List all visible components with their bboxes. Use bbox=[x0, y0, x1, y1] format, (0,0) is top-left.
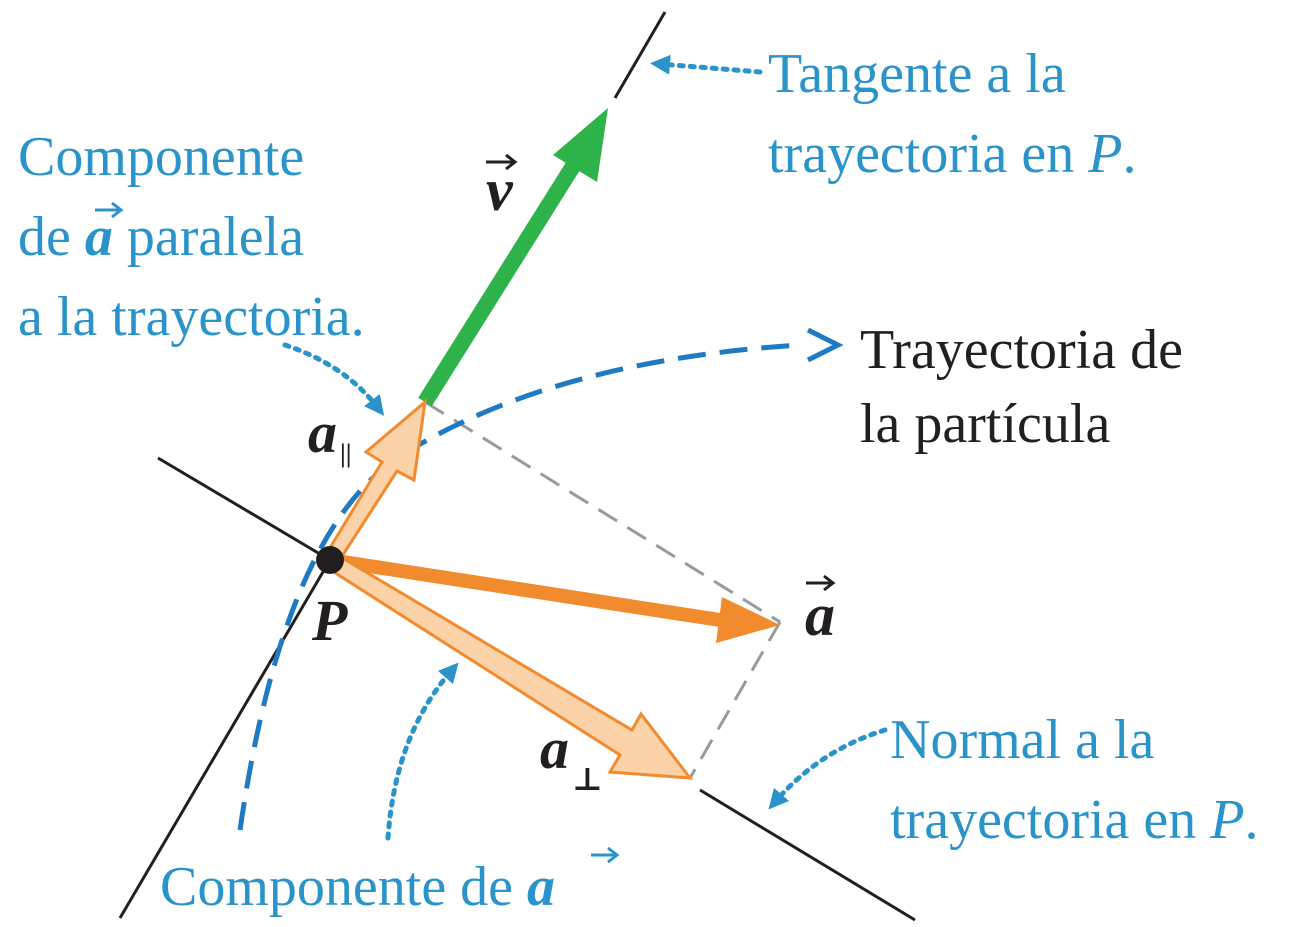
tangent-label-line1: Tangente a la bbox=[768, 43, 1066, 105]
pointer-tangent bbox=[650, 54, 763, 75]
perp-a-arrow-accent bbox=[591, 846, 620, 864]
parallel-label-a: a bbox=[85, 206, 113, 268]
point-p-label: P bbox=[311, 588, 348, 653]
path-label-line2: la partícula bbox=[860, 393, 1110, 455]
trajectory-arrowhead bbox=[806, 327, 844, 363]
pointer-normal bbox=[768, 727, 888, 810]
v-symbol: v bbox=[486, 157, 514, 223]
guide-parallel-to-a bbox=[424, 400, 781, 624]
normal-label-p: P bbox=[1209, 789, 1244, 851]
path-label-line1: Trayectoria de bbox=[860, 319, 1183, 381]
perp-label-a: a bbox=[527, 856, 555, 918]
normal-line-lower bbox=[699, 788, 916, 922]
parallel-label-line1: Componente bbox=[18, 126, 304, 188]
velocity-vector bbox=[418, 150, 587, 407]
a-symbol: a bbox=[805, 582, 835, 648]
tangent-label-line2: trayectoria en P. bbox=[768, 123, 1136, 185]
a-parallel-symbol: a bbox=[308, 400, 337, 465]
normal-label-line1: Normal a la bbox=[890, 709, 1154, 771]
a-perp-symbol: a bbox=[540, 716, 569, 781]
perp-label: Componente de a bbox=[160, 856, 555, 918]
acceleration-vector bbox=[328, 553, 722, 627]
parallel-a-arrow-accent bbox=[95, 201, 124, 219]
a-parallel-arrow bbox=[322, 398, 428, 567]
normal-line-upper bbox=[157, 456, 331, 562]
pointer-parallel bbox=[282, 342, 385, 416]
a-perp-subscript: ⊥ bbox=[572, 761, 603, 797]
normal-label-line2: trayectoria en P. bbox=[890, 789, 1258, 851]
a-perp-arrow bbox=[323, 550, 694, 780]
velocity-arrowhead bbox=[553, 108, 608, 182]
tangent-label-p: P bbox=[1087, 123, 1122, 185]
a-arrow-accent bbox=[806, 574, 836, 592]
acceleration-arrowhead bbox=[716, 597, 780, 643]
tangent-line-upper bbox=[613, 11, 667, 99]
point-p-dot bbox=[316, 546, 344, 574]
tangent-line-lower bbox=[118, 559, 332, 919]
parallel-label-line3: a la trayectoria. bbox=[18, 286, 365, 348]
pointer-perp bbox=[385, 662, 459, 841]
a-parallel-subscript: || bbox=[340, 439, 351, 468]
guide-perp-to-a bbox=[688, 621, 782, 779]
v-arrow-accent bbox=[486, 153, 518, 171]
parallel-label-line2: de a paralela bbox=[18, 206, 304, 268]
